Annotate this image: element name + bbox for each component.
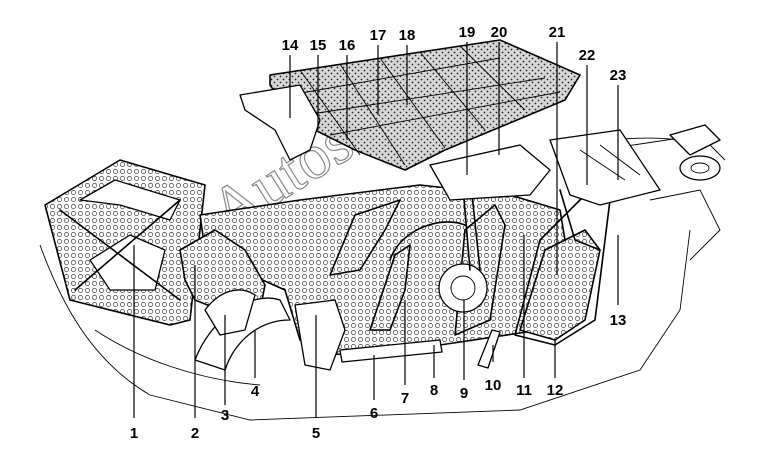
callout-17: 17 — [370, 27, 387, 44]
callout-22: 22 — [579, 47, 596, 64]
trunk-floor-insulation — [549, 129, 661, 251]
roof-headliner-pad — [239, 39, 581, 171]
callout-19: 19 — [459, 24, 476, 41]
callout-11: 11 — [516, 382, 532, 399]
callout-6: 6 — [370, 405, 378, 422]
callout-15: 15 — [310, 37, 327, 54]
callout-10: 10 — [485, 377, 502, 394]
callout-14: 14 — [282, 37, 299, 54]
callout-13: 13 — [610, 312, 627, 329]
callout-leaders — [133, 42, 619, 418]
front-wheel-arch-liner — [194, 289, 291, 371]
pillar-trim-strip — [477, 329, 501, 369]
callout-7: 7 — [401, 390, 409, 407]
side-sill-panel — [294, 299, 346, 371]
callout-1: 1 — [130, 425, 138, 442]
callout-21: 21 — [549, 24, 566, 41]
callout-9: 9 — [460, 385, 468, 402]
callout-2: 2 — [191, 425, 199, 442]
rear-speaker-parts — [669, 124, 721, 181]
callout-18: 18 — [399, 27, 416, 44]
callout-8: 8 — [430, 382, 438, 399]
callout-16: 16 — [339, 37, 356, 54]
callout-3: 3 — [221, 407, 229, 424]
callout-23: 23 — [610, 67, 627, 84]
callout-20: 20 — [491, 24, 508, 41]
callout-5: 5 — [312, 425, 320, 442]
callout-12: 12 — [547, 382, 564, 399]
callout-4: 4 — [251, 383, 260, 400]
door-speaker-pad — [438, 263, 488, 313]
front-door-seal — [329, 199, 411, 331]
callout-numbers: 1 2 3 4 5 6 7 8 9 10 11 12 13 14 15 16 1… — [130, 24, 627, 442]
door-sill-strip — [339, 339, 443, 363]
hood-insulation-panel — [44, 159, 206, 326]
door-frame-seal — [389, 204, 506, 336]
rear-floor-insulation — [429, 144, 551, 201]
